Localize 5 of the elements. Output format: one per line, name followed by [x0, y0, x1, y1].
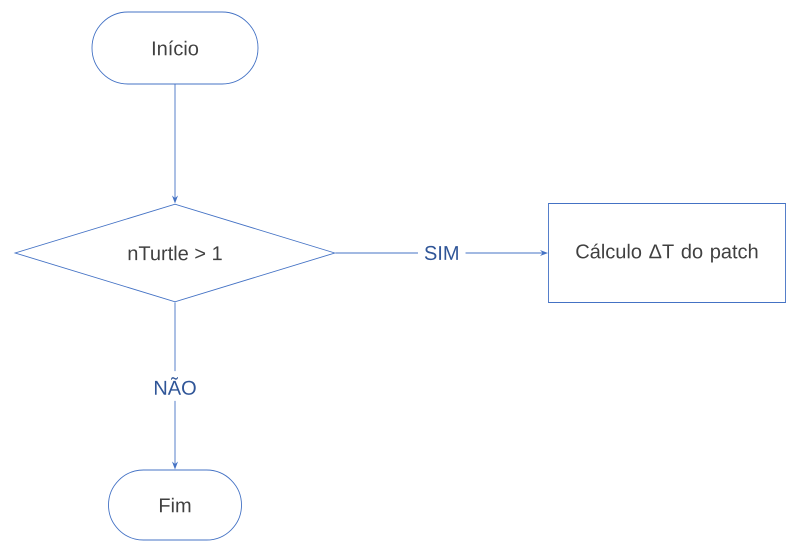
process-box: Cálculo ΔT do patch	[548, 203, 786, 303]
edge-label: NÃO	[147, 371, 203, 401]
edge-label: SIM	[418, 240, 466, 266]
terminal-box: Início	[92, 12, 258, 84]
terminal-box: Fim	[108, 470, 242, 540]
